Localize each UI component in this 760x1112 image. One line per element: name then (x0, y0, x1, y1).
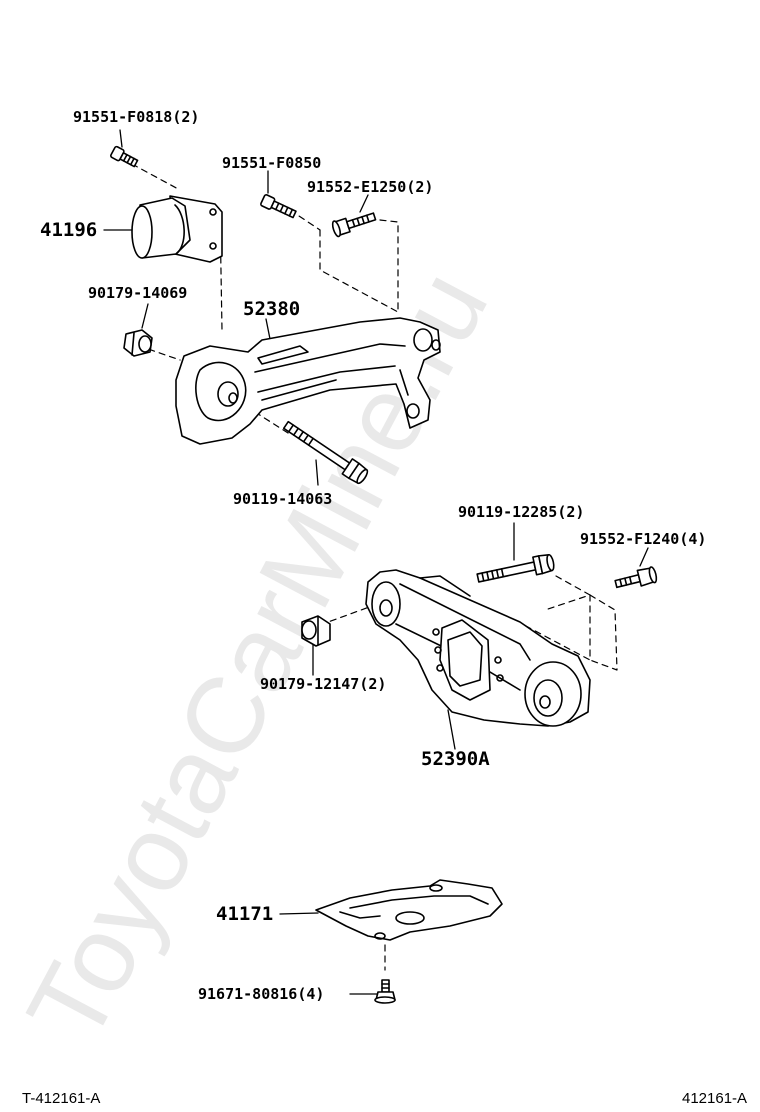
label-90179-12147[interactable]: 90179-12147(2) (260, 675, 387, 693)
label-91552-f1240[interactable]: 91552-F1240(4) (580, 530, 707, 548)
damper-41196[interactable] (131, 195, 223, 263)
bolt-91551-f0818[interactable] (110, 145, 139, 169)
label-90179-14069[interactable]: 90179-14069 (88, 284, 188, 302)
bolt-90119-14063[interactable] (281, 418, 370, 486)
label-41171[interactable]: 41171 (216, 903, 274, 925)
bolt-91552-f1240[interactable] (614, 566, 658, 591)
label-91552-e1250[interactable]: 91552-E1250(2) (307, 178, 434, 196)
leader-lines (103, 129, 649, 995)
footer-diagram-code-left: T-412161-A (22, 1090, 101, 1107)
bolt-91671-80816[interactable] (374, 979, 396, 1004)
bolt-91552-e1250[interactable] (331, 209, 377, 238)
nut-90179-12147[interactable] (301, 615, 331, 647)
bracket-52380[interactable] (175, 317, 441, 445)
nut-90179-14069[interactable] (123, 329, 153, 357)
mount-52390a[interactable] (365, 569, 591, 727)
label-52380[interactable]: 52380 (243, 298, 301, 320)
label-91551-f0818[interactable]: 91551-F0818(2) (73, 108, 200, 126)
bolt-91551-f0850[interactable] (260, 194, 297, 220)
label-90119-12285[interactable]: 90119-12285(2) (458, 503, 585, 521)
label-90119-14063[interactable]: 90119-14063 (233, 490, 333, 508)
label-91551-f0850[interactable]: 91551-F0850 (222, 154, 322, 172)
label-52390a[interactable]: 52390A (421, 748, 490, 770)
plate-41171[interactable] (315, 879, 503, 941)
label-41196[interactable]: 41196 (40, 219, 98, 241)
footer-diagram-code-right: 412161-A (682, 1090, 748, 1107)
bolt-90119-12285[interactable] (476, 553, 555, 587)
label-91671-80816[interactable]: 91671-80816(4) (198, 985, 325, 1003)
